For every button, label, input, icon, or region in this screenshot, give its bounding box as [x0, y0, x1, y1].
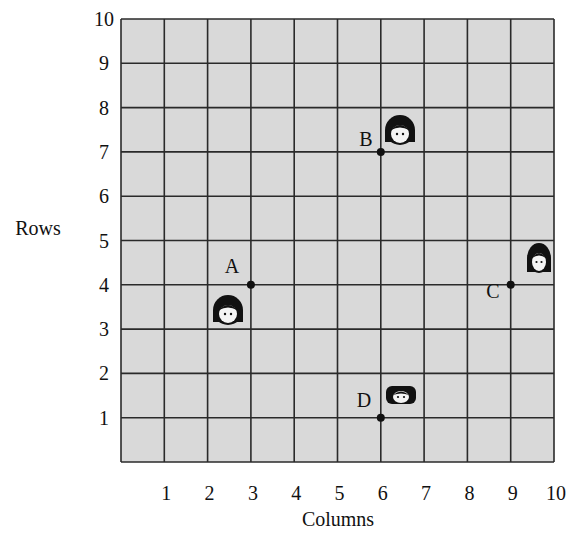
column-number: 1	[161, 483, 171, 503]
point-dot	[507, 281, 515, 289]
grid-line	[121, 417, 554, 419]
row-number: 10	[94, 9, 114, 29]
axis-title: Columns	[302, 509, 374, 529]
row-number: 9	[99, 53, 109, 73]
row-number: 8	[99, 98, 109, 118]
grid-line	[121, 18, 554, 20]
column-number: 5	[335, 483, 345, 503]
point-dot	[377, 148, 385, 156]
row-number: 6	[99, 186, 109, 206]
grid-line	[121, 151, 554, 153]
girl-icon	[213, 295, 243, 325]
points	[247, 148, 515, 422]
column-number: 9	[508, 483, 518, 503]
point-label: A	[225, 256, 239, 276]
grid-ground	[121, 19, 554, 462]
row-number: 2	[99, 363, 109, 383]
grid-line	[121, 62, 554, 64]
row-number: 1	[99, 408, 109, 428]
icons	[213, 115, 551, 404]
column-number: 8	[464, 483, 474, 503]
child-icon	[386, 386, 416, 404]
column-number: 7	[421, 483, 431, 503]
point-label: B	[359, 129, 372, 149]
row-number: 4	[99, 275, 109, 295]
grid-line	[121, 107, 554, 109]
point-label: C	[486, 281, 499, 301]
grid-line	[121, 373, 554, 375]
row-number: 7	[99, 142, 109, 162]
girl-icon	[527, 243, 551, 273]
column-number: 2	[205, 483, 215, 503]
point-dot	[377, 414, 385, 422]
grid-line	[121, 461, 554, 463]
column-number: 10	[546, 483, 566, 503]
grid	[121, 19, 554, 462]
grid-line	[121, 195, 554, 197]
point-dot	[247, 281, 255, 289]
axis-title: Rows	[15, 218, 61, 238]
grid-line	[121, 240, 554, 242]
column-number: 4	[291, 483, 301, 503]
column-number: 6	[378, 483, 388, 503]
girl-icon	[385, 115, 415, 145]
row-number: 5	[99, 231, 109, 251]
column-number: 3	[248, 483, 258, 503]
grid-line	[121, 328, 554, 330]
row-number: 3	[99, 319, 109, 339]
point-label: D	[357, 390, 371, 410]
